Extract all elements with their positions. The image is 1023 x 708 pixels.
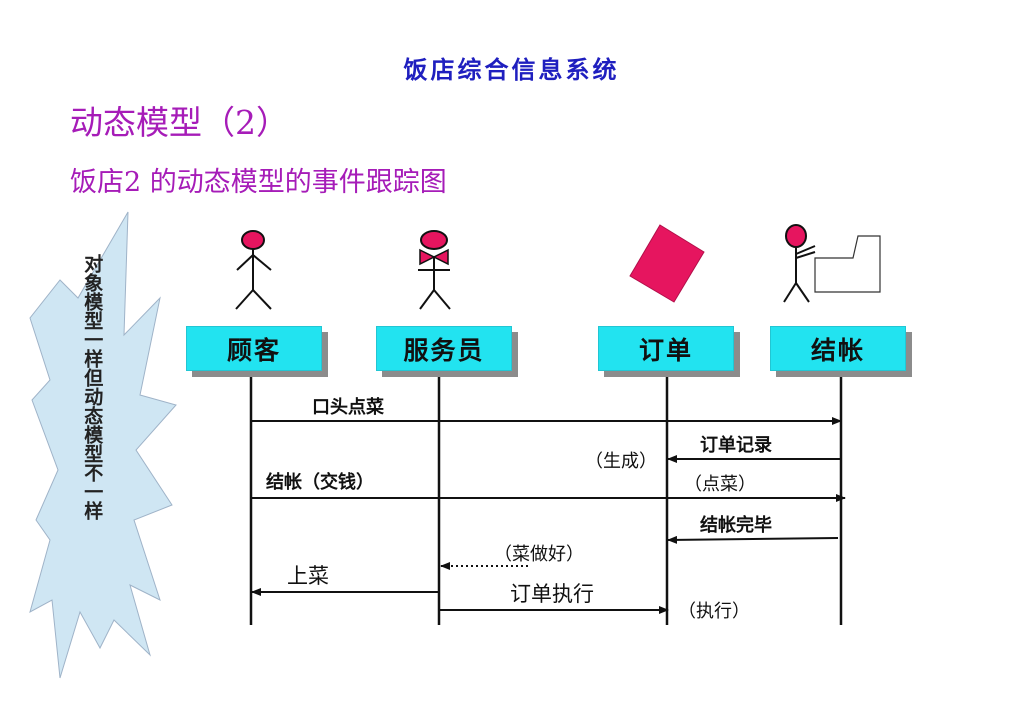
object-box-checkout: 结帐: [770, 326, 906, 371]
message-label-order-record: 订单记录: [700, 435, 772, 456]
message-note-generate: （生成）: [585, 451, 657, 472]
cashier-figure-icon: [783, 224, 881, 303]
message-note-execute: （执行）: [678, 601, 750, 622]
slide-heading: 动态模型（2）: [70, 103, 289, 142]
object-label-order: 订单: [638, 335, 693, 365]
stick-figure-icon: [235, 230, 272, 310]
bowtie-stick-figure-icon: [418, 230, 451, 310]
object-box-waiter: 服务员: [376, 326, 512, 371]
message-label-verbal-order: 口头点菜: [312, 397, 384, 418]
system-title: 饭店综合信息系统: [403, 55, 620, 84]
message-label-order-execute: 订单执行: [510, 582, 594, 606]
object-box-order: 订单: [598, 326, 734, 371]
object-label-checkout: 结帐: [810, 335, 865, 365]
message-label-serve-dish: 上菜: [287, 564, 329, 588]
object-label-waiter: 服务员: [403, 335, 485, 365]
side-note: 对象模型一样但动态模型不一样: [72, 254, 112, 529]
message-note-order-dish: （点菜）: [684, 474, 756, 495]
starburst-callout-shape: [29, 211, 177, 679]
message-label-checkout-complete: 结帐完毕: [700, 515, 772, 536]
message-label-checkout-pay: 结帐（交钱）: [266, 472, 374, 493]
side-note-text: 对象模型一样但动态模型不一样: [81, 254, 104, 520]
arrow-checkout-complete: [667, 535, 839, 544]
message-note-food-ready: （菜做好）: [494, 544, 584, 565]
object-box-customer: 顾客: [186, 326, 322, 371]
pink-card-icon: [629, 224, 705, 303]
object-label-customer: 顾客: [226, 335, 281, 365]
slide-subheading: 饭店2 的动态模型的事件跟踪图: [70, 167, 447, 198]
